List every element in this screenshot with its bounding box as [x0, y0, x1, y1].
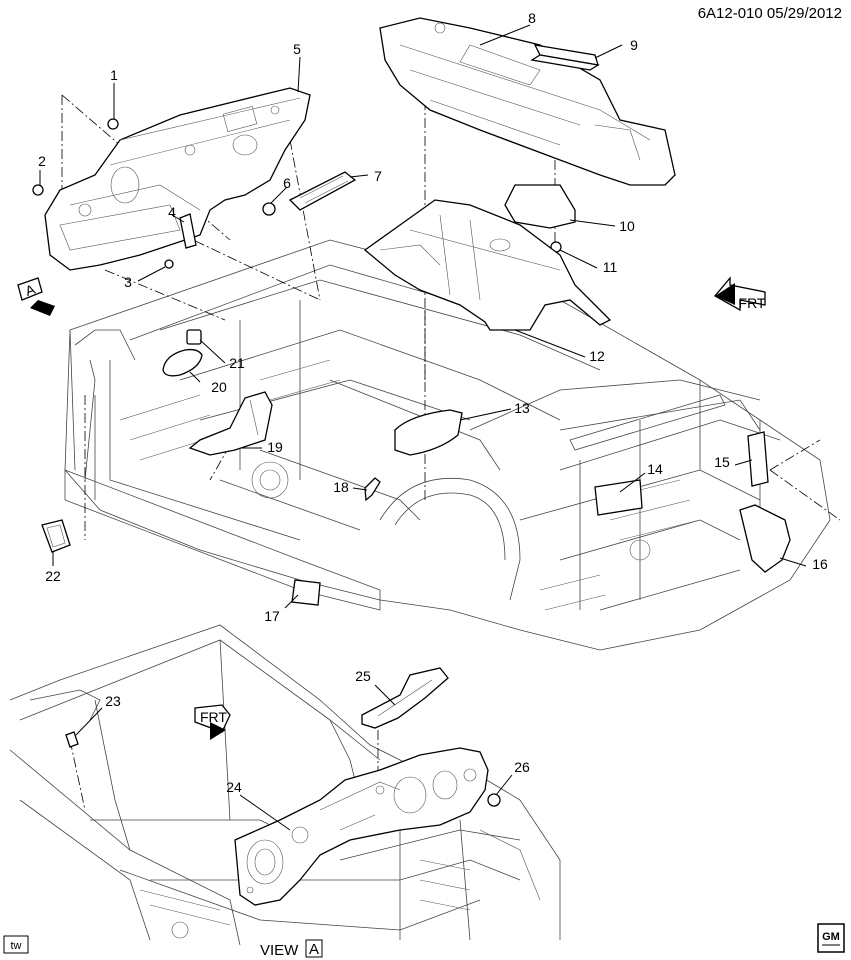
callout-7: 7: [374, 168, 382, 184]
callout-8: 8: [528, 10, 536, 26]
part-19-insulator: [188, 391, 273, 456]
callout-14: 14: [647, 461, 663, 477]
part-20-seal: [162, 348, 203, 377]
callout-11: 11: [603, 259, 618, 275]
callout-labels-lower: 23 24 25 26: [105, 668, 530, 795]
callout-6: 6: [283, 175, 291, 191]
header-doc-code: 6A12-010 05/29/2012: [698, 5, 842, 22]
view-a-marker: A: [17, 277, 55, 316]
callout-9: 9: [630, 37, 638, 53]
svg-text:tw: tw: [11, 940, 22, 952]
part-1-fastener: [107, 118, 119, 130]
callout-15: 15: [714, 454, 730, 470]
callout-13: 13: [514, 400, 530, 416]
leader-lines-lower: [75, 684, 513, 831]
callout-2: 2: [38, 153, 46, 169]
callout-17: 17: [264, 608, 280, 624]
callout-26: 26: [514, 759, 530, 775]
callout-25: 25: [355, 668, 371, 684]
callout-10: 10: [619, 218, 635, 234]
part-24-dash-panel: [234, 747, 489, 906]
footer-view-label: VIEW A: [260, 939, 323, 959]
part-25-bracket: [361, 667, 449, 729]
callout-4: 4: [168, 204, 176, 220]
svg-text:GM: GM: [822, 931, 840, 943]
front-arrow-upper-icon: [715, 283, 735, 305]
part-23-fastener: [65, 731, 79, 748]
part-6-fastener: [262, 202, 276, 216]
callout-19: 19: [267, 439, 283, 455]
footer-tw-tag: tw: [3, 935, 29, 954]
part-21-plug: [186, 329, 202, 345]
part-26-fastener: [487, 793, 501, 807]
view-a-arrow-icon: [30, 300, 55, 316]
svg-text:VIEW: VIEW: [260, 942, 299, 959]
callout-labels-upper: 1 2 3 4 5 6 7 8 9 10 11 12 13 14 15 16 1…: [38, 10, 828, 624]
part-8-floor-insulator: [379, 17, 676, 186]
callout-18: 18: [333, 479, 349, 495]
callout-16: 16: [812, 556, 828, 572]
callout-12: 12: [589, 348, 605, 364]
part-18-clip: [364, 477, 381, 502]
part-10-insulator: [504, 184, 576, 229]
part-7-grommet: [288, 171, 357, 211]
part-12-floor-insulator: [363, 199, 612, 331]
vehicle-body-upper: [64, 239, 831, 651]
part-15-pad: [747, 431, 769, 487]
callout-20: 20: [211, 379, 227, 395]
callout-5: 5: [293, 41, 301, 57]
part-4-bracket: [179, 213, 197, 249]
svg-text:FRT: FRT: [739, 295, 766, 311]
part-2-fastener: [32, 184, 44, 196]
leader-lines-upper: [39, 24, 807, 609]
callout-22: 22: [45, 568, 61, 584]
callout-23: 23: [105, 693, 121, 709]
callout-21: 21: [229, 355, 245, 371]
part-9-bracket: [530, 44, 600, 71]
svg-text:A: A: [309, 941, 319, 958]
part-5-dash-insulator: [44, 87, 311, 271]
part-22-plug: [41, 519, 71, 553]
front-arrow-lower: FRT: [194, 704, 231, 740]
callout-3: 3: [124, 274, 132, 290]
callout-1: 1: [110, 67, 118, 83]
front-arrow-upper: FRT: [713, 276, 766, 312]
gm-logo-icon: GM: [817, 923, 845, 953]
part-14-pad: [594, 479, 643, 516]
part-17-pad: [291, 579, 321, 606]
part-3-fastener: [164, 259, 174, 269]
part-16-insulator: [739, 504, 791, 573]
front-arrow-lower-icon: [210, 722, 226, 740]
part-13-pad: [394, 409, 463, 456]
callout-24: 24: [226, 779, 242, 795]
svg-text:FRT: FRT: [200, 709, 227, 725]
